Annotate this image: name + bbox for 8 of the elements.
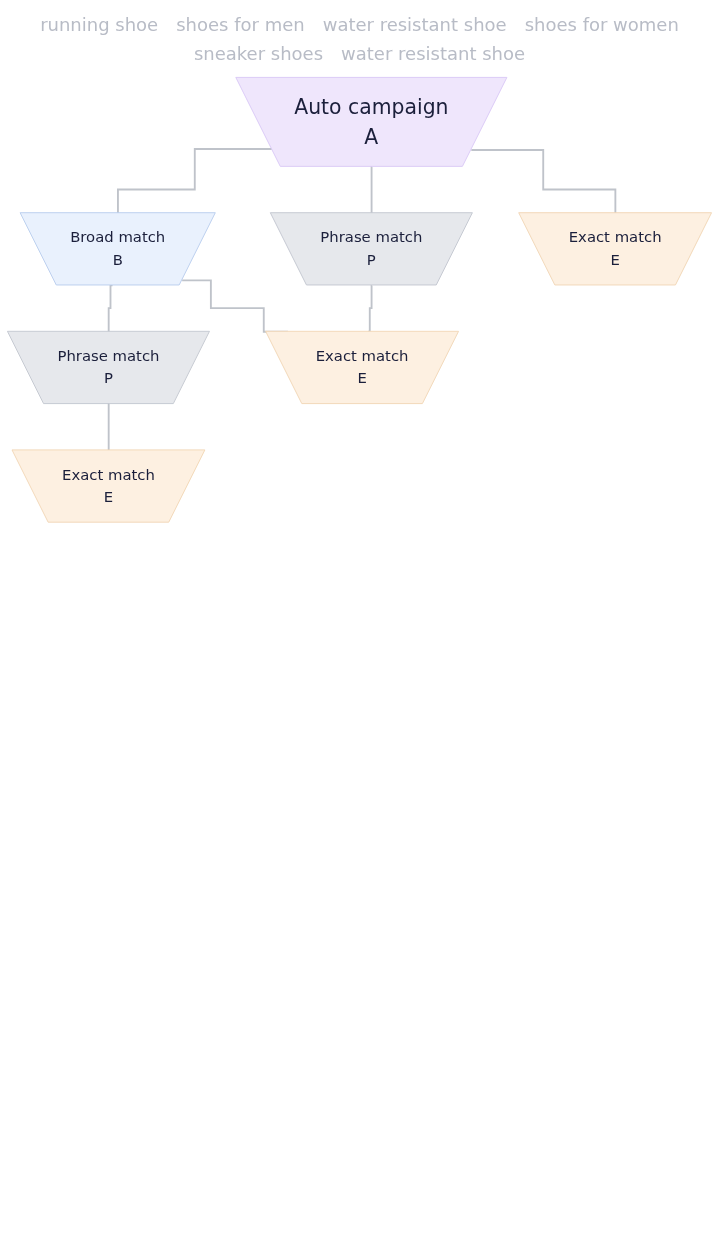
keyword-text: shoes for men [176,14,305,35]
keyword-text: shoes for women [524,14,679,35]
connector [367,284,373,333]
keyword-text: running shoe [40,14,159,35]
keyword-text: water resistant shoe [322,14,507,35]
keyword-text: water resistant shoe [341,43,526,64]
keyword-text: sneaker shoes [193,43,324,64]
connector [107,284,114,333]
